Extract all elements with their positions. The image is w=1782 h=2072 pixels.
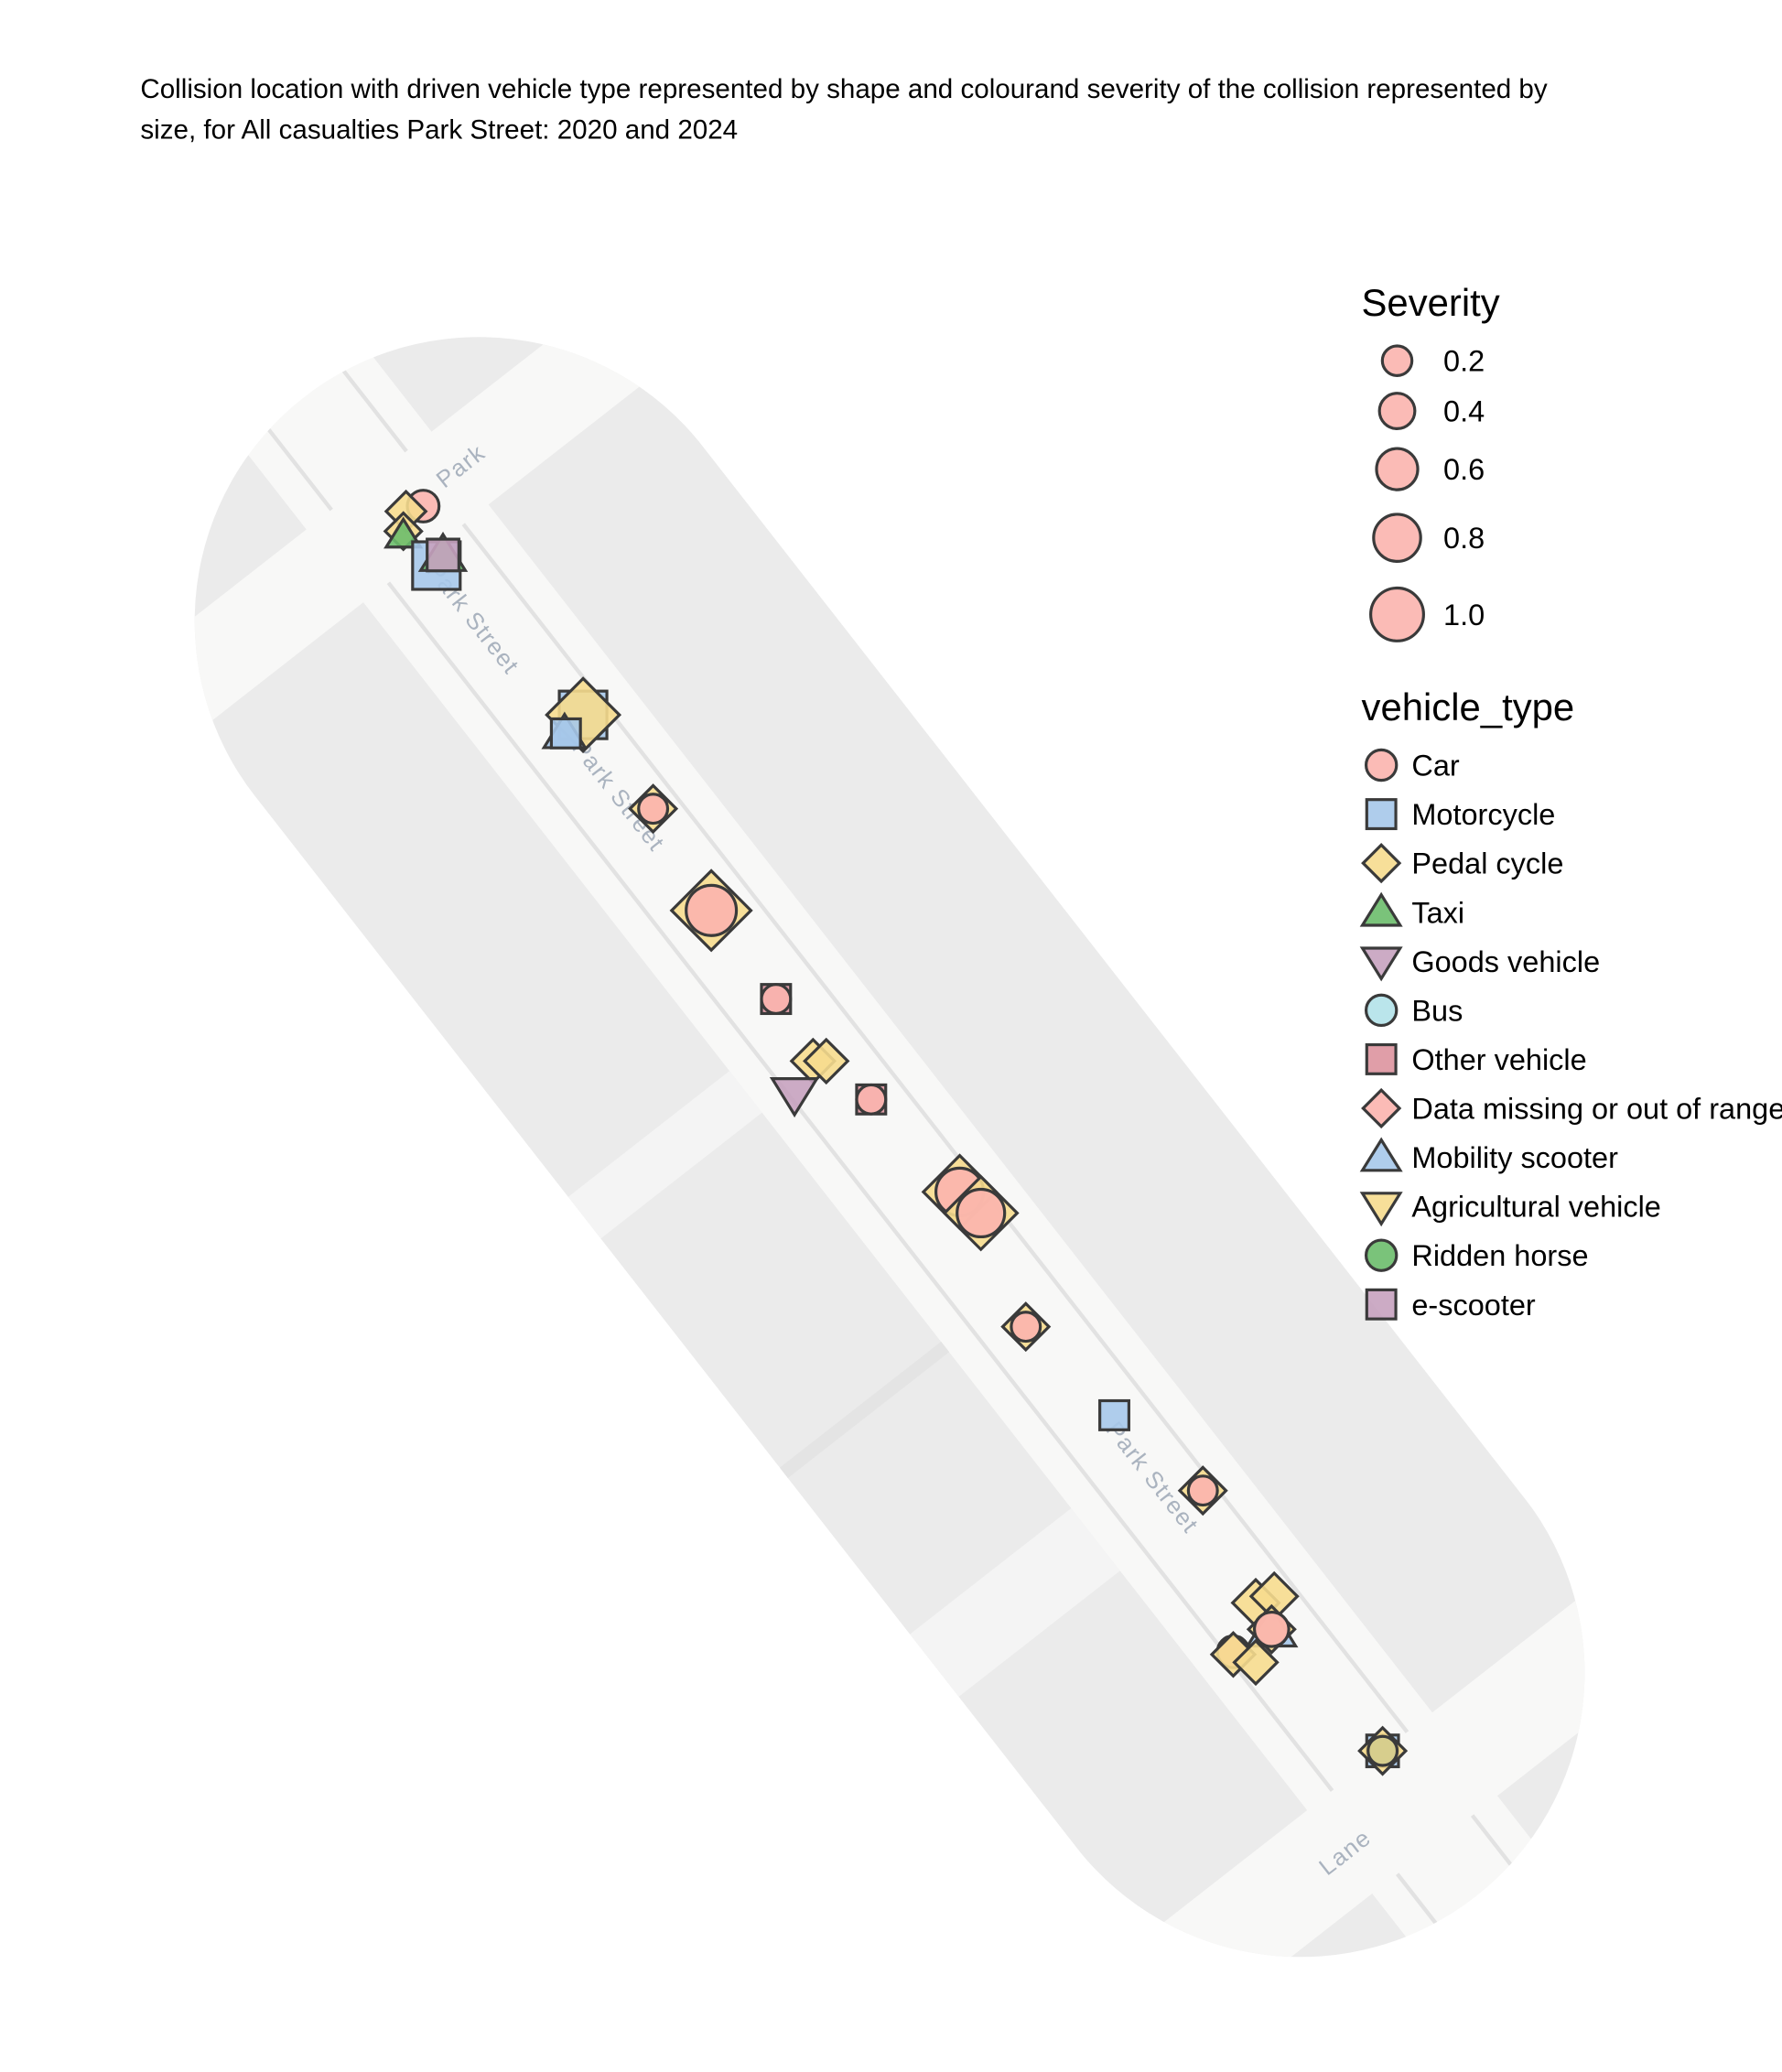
collision-marker-square-icon bbox=[549, 717, 582, 750]
collision-marker-triangle-up-icon bbox=[383, 516, 424, 549]
severity-legend-circle-icon bbox=[1372, 513, 1422, 563]
severity-legend-circle-icon bbox=[1375, 447, 1420, 491]
map-blocks bbox=[80, 221, 1700, 2072]
collision-marker-circle-icon bbox=[1186, 1474, 1219, 1507]
severity-legend-title: Severity bbox=[1362, 281, 1500, 324]
collision-marker-diamond-icon bbox=[803, 1037, 850, 1085]
severity-legend-label: 0.2 bbox=[1443, 345, 1485, 378]
vehicle-legend-square-icon bbox=[1365, 798, 1398, 831]
collision-marker-circle-icon bbox=[1252, 1610, 1291, 1648]
collision-marker-circle-icon bbox=[685, 883, 739, 937]
severity-legend-circle-icon bbox=[1377, 392, 1417, 430]
vehicle-legend-label: Data missing or out of range bbox=[1411, 1093, 1782, 1126]
vehicle-legend-triangle-up-icon bbox=[1359, 891, 1403, 927]
chart-title-line-1: Collision location with driven vehicle t… bbox=[140, 74, 1548, 104]
severity-legend-circle-icon bbox=[1369, 586, 1425, 642]
vehicle-legend-circle-icon bbox=[1364, 1238, 1399, 1272]
vehicle-legend-label: Motorcycle bbox=[1411, 798, 1555, 831]
vehicle-legend-label: Ridden horse bbox=[1411, 1239, 1588, 1272]
severity-legend-label: 0.6 bbox=[1443, 453, 1485, 486]
vehicle-legend-label: Car bbox=[1411, 750, 1460, 782]
collision-marker-diamond-icon bbox=[1232, 1638, 1280, 1687]
collision-marker-circle-icon bbox=[1010, 1311, 1042, 1344]
vehicle-legend-triangle-down-icon bbox=[1359, 946, 1403, 982]
collision-marker-circle-icon bbox=[760, 983, 793, 1016]
collision-marker-triangle-down-icon bbox=[769, 1077, 820, 1118]
chart-title-line-2: size, for All casualties Park Street: 20… bbox=[140, 115, 738, 146]
collision-marker-square-icon bbox=[426, 537, 460, 573]
vehicle-legend-triangle-down-icon bbox=[1359, 1192, 1403, 1227]
collision-marker-circle-icon bbox=[956, 1187, 1007, 1239]
vehicle-legend-triangle-up-icon bbox=[1359, 1137, 1403, 1172]
vehicle-legend-square-icon bbox=[1365, 1042, 1398, 1075]
vehicle-legend-label: e-scooter bbox=[1411, 1289, 1536, 1322]
vehicle-legend-circle-icon bbox=[1364, 748, 1399, 782]
vehicle-legend-label: Agricultural vehicle bbox=[1411, 1191, 1661, 1224]
vehicle-legend-label: Bus bbox=[1411, 994, 1463, 1027]
vehicle-legend-label: Pedal cycle bbox=[1411, 847, 1563, 880]
collision-marker-circle-icon bbox=[1366, 1734, 1399, 1767]
severity-legend-label: 0.8 bbox=[1443, 522, 1485, 555]
severity-legend-circle-icon bbox=[1380, 344, 1414, 377]
vehicle-legend-diamond-icon bbox=[1361, 843, 1402, 884]
collision-markers bbox=[383, 489, 1409, 1776]
severity-legend-label: 0.4 bbox=[1443, 395, 1485, 428]
severity-legend: Severity 0.2 0.4 0.6 0.8 1.0 bbox=[1362, 281, 1500, 642]
severity-legend-label: 1.0 bbox=[1443, 599, 1485, 631]
collision-marker-circle-icon bbox=[637, 793, 670, 826]
vehicle-legend-label: Mobility scooter bbox=[1411, 1141, 1618, 1174]
vehicle-legend-label: Other vehicle bbox=[1411, 1043, 1586, 1076]
map-basemap[interactable] bbox=[80, 221, 1700, 2072]
vehicle-legend-label: Goods vehicle bbox=[1411, 945, 1600, 978]
collision-marker-square-icon bbox=[1098, 1398, 1130, 1431]
vehicle-legend-diamond-icon bbox=[1361, 1087, 1402, 1129]
vehicle-legend-square-icon bbox=[1365, 1288, 1398, 1321]
collision-marker-circle-icon bbox=[855, 1083, 888, 1116]
vehicle-legend-label: Taxi bbox=[1411, 896, 1464, 929]
vehicle-legend-title: vehicle_type bbox=[1362, 685, 1575, 728]
vehicle-legend-circle-icon bbox=[1364, 993, 1399, 1028]
